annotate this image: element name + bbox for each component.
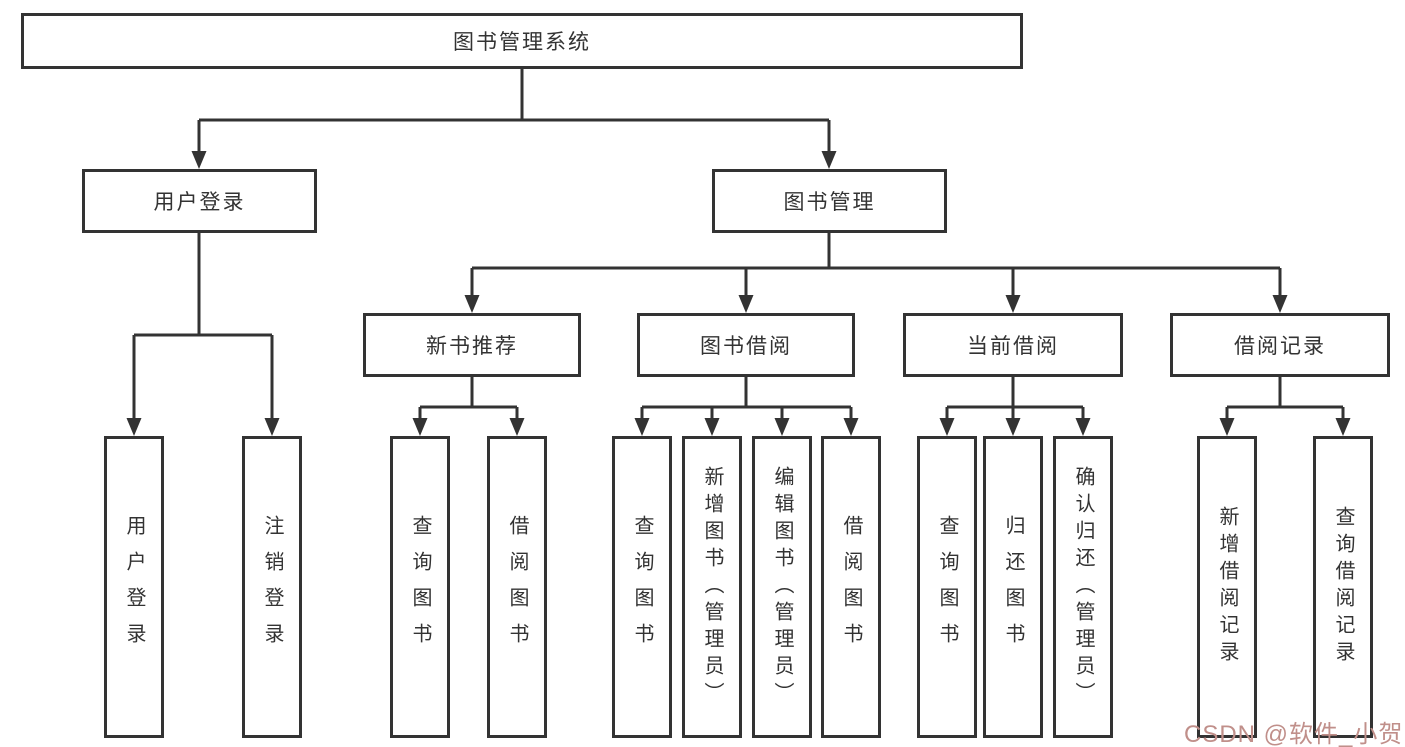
csdn-watermark: CSDN @软件_小贺同学 [1184,721,1405,747]
arrowhead [939,418,955,436]
node-book-borrow-label: 图书借阅 [700,335,792,358]
leaf-query-borrow-record: 查询借阅记录 [1313,436,1373,738]
arrowhead [1219,418,1235,436]
leaf-query-books-current: 查询图书 [917,436,977,738]
leaf-add-books-admin: 新增图书（管理员） [682,436,742,738]
arrowhead [821,151,837,169]
connector-book-borrow-children [640,377,853,431]
leaf-edit-books-admin: 编辑图书（管理员） [752,436,812,738]
node-library-system-label: 图书管理系统 [453,31,591,54]
arrowhead [704,418,720,436]
arrowhead [126,418,142,436]
leaf-add-borrow-record-label: 新增借阅记录 [1216,506,1238,668]
leaf-borrow-books: 借阅图书 [821,436,881,738]
leaf-borrow-books-recommend-label: 借阅图书 [506,515,528,659]
leaf-user-login-label: 用户登录 [123,515,145,659]
node-borrow-record-label: 借阅记录 [1234,335,1326,358]
connector-borrow-record-children [1225,377,1345,431]
node-book-borrow: 图书借阅 [637,313,855,377]
leaf-query-books-borrow-label: 查询图书 [631,515,653,659]
arrowhead [191,151,207,169]
leaf-confirm-return-admin-label: 确认归还（管理员） [1072,465,1094,709]
leaf-query-borrow-record-label: 查询借阅记录 [1332,506,1354,668]
arrowhead [264,418,280,436]
node-book-management-label: 图书管理 [783,191,876,214]
node-current-borrow: 当前借阅 [903,313,1123,377]
leaf-add-borrow-record: 新增借阅记录 [1197,436,1257,738]
arrowhead [774,418,790,436]
leaf-borrow-books-label: 借阅图书 [840,515,862,659]
leaf-return-books: 归还图书 [983,436,1043,738]
leaf-add-books-admin-label: 新增图书（管理员） [701,465,723,709]
arrowhead [412,418,428,436]
connector-root-to-level1 [197,69,831,164]
leaf-user-login: 用户登录 [104,436,164,738]
arrowhead [738,295,754,313]
connector-user-login-children [132,233,274,431]
leaf-query-books-current-label: 查询图书 [936,515,958,659]
arrowhead [509,418,525,436]
node-new-book-recommend: 新书推荐 [363,313,581,377]
leaf-logout: 注销登录 [242,436,302,738]
arrowhead [1272,295,1288,313]
node-library-system: 图书管理系统 [21,13,1023,69]
arrowhead [1335,418,1351,436]
leaf-confirm-return-admin: 确认归还（管理员） [1053,436,1113,738]
node-book-management: 图书管理 [712,169,947,233]
leaf-borrow-books-recommend: 借阅图书 [487,436,547,738]
arrowhead [464,295,480,313]
arrowhead [1005,418,1021,436]
arrowhead [843,418,859,436]
arrowhead [1075,418,1091,436]
leaf-edit-books-admin-label: 编辑图书（管理员） [771,465,793,709]
node-user-login: 用户登录 [82,169,317,233]
connector-book-mgmt-children [470,233,1282,308]
arrowhead [634,418,650,436]
node-new-book-recommend-label: 新书推荐 [426,335,518,358]
leaf-query-books-recommend: 查询图书 [390,436,450,738]
leaf-query-books-recommend-label: 查询图书 [409,515,431,659]
connector-new-book-children [418,377,519,431]
leaf-return-books-label: 归还图书 [1002,515,1024,659]
arrowhead [1005,295,1021,313]
leaf-logout-label: 注销登录 [261,515,283,659]
node-user-login-label: 用户登录 [153,191,246,214]
node-current-borrow-label: 当前借阅 [967,335,1059,358]
leaf-query-books-borrow: 查询图书 [612,436,672,738]
node-borrow-record: 借阅记录 [1170,313,1390,377]
